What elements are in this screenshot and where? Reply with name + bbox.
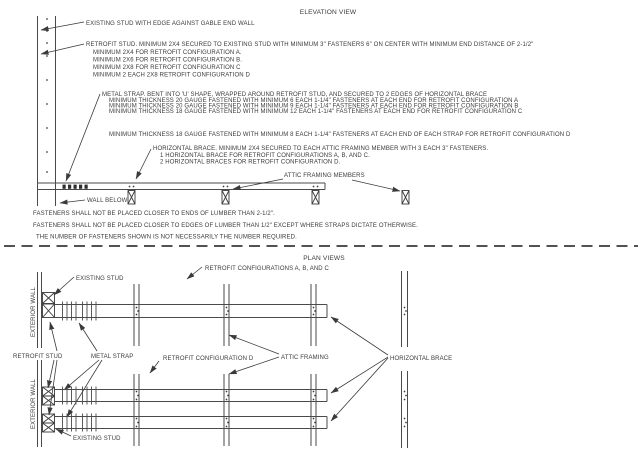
metal-strap-leader-down1 [63,359,100,391]
right-attic-framing-bottom [401,371,408,448]
horizontal-brace-leader [135,148,152,180]
retrofit-stud-callout-line5: MINIMUM 2 EACH 2X8 RETROFIT CONFIGURATIO… [93,73,250,79]
metal-strap-callout-line5: MINIMUM THICKNESS 18 GAUGE FASTENED WITH… [109,132,571,138]
retrofit-stud-leader-up [49,321,58,352]
metal-strap-callout-line2: MINIMUM THICKNESS 20 GAUGE FASTENED WITH… [109,98,518,104]
framing-section-2-hatch [221,190,230,205]
attic-framing-leader-left [232,178,284,191]
framing-section-4 [401,190,410,205]
attic-framing-leader-right [351,179,401,192]
attic-framing-leader-down [228,356,280,375]
horizontal-brace-leader-mid [330,356,389,394]
bottom-stud-section-1-hatch [42,386,55,406]
framing-section-3-hatch [311,190,320,205]
general-note-3: THE NUMBER OF FASTENERS SHOWN IS NOT NEC… [36,235,297,241]
retrofit-stud-label: RETROFIT STUD [13,354,63,360]
elevation-title: ELEVATION VIEW [300,9,357,16]
existing-stud-callout: EXISTING STUD WITH EDGE AGAINST GABLE EN… [86,21,255,27]
bottom-stud-section-2-hatch [42,413,55,433]
retrofit-stud-callout-line4: MINIMUM 2X8 FOR RETROFIT CONFIGURATION C [93,65,241,71]
retrofit-stud-leader-down1 [47,359,55,389]
top-retrofit-stud-hatch [42,303,55,318]
config-abc-leader [186,266,203,280]
retrofit-stud-leader [40,43,85,55]
metal-strap-callout-line4: MINIMUM THICKNESS 18 GAUGE FASTENED WITH… [109,109,523,115]
metal-strap-callout-line3: MINIMUM THICKNESS 20 GAUGE FASTENED WITH… [109,103,519,109]
top-strap-fastener-ticks [62,301,97,321]
existing-stud-top-leader [53,276,75,296]
bottom-brace1-strap-ticks [62,386,97,405]
horizontal-brace-callout-line2: 1 HORIZONTAL BRACE FOR RETROFIT CONFIGUR… [160,153,370,159]
attic-framing-member-sections [127,190,410,205]
horizontal-brace-callout-line1: HORIZONTAL BRACE. MINIMUM 2X4 SECURED TO… [153,146,488,152]
framing-section-4-hatch [401,190,410,205]
top-existing-stud-hatch [42,292,55,304]
top-existing-stud-section [42,292,55,304]
elevation-metal-strap [62,184,88,189]
general-note-1: FASTENERS SHALL NOT BE PLACED CLOSER TO … [33,211,275,217]
plan-views-title: PLAN VIEWS [303,255,345,262]
metal-strap-label: METAL STRAP [91,354,133,360]
top-attic-framing-lines [133,284,317,346]
attic-framing-members-label: ATTIC FRAMING MEMBERS [284,173,365,179]
wall-below-leader [59,199,86,205]
retrofit-stud-callout-line1: RETROFIT STUD. MINIMUM 2X4 SECURED TO EX… [86,42,533,48]
attic-framing-leader-up [228,334,280,355]
framing-section-1 [127,190,136,205]
existing-stud-leader [40,21,85,32]
top-brace-fastener-dots [135,306,407,316]
top-retrofit-stud-section [42,303,55,318]
retrofit-stud-leader-down2 [47,359,58,416]
horizontal-brace-leader-bottom [330,357,389,422]
existing-stud-label-bottom: EXISTING STUD [73,436,121,442]
framing-section-3 [311,190,320,205]
horizontal-brace-label: HORIZONTAL BRACE [390,356,452,362]
general-note-2: FASTENERS SHALL NOT BE PLACED CLOSER TO … [33,223,418,229]
wall-below-label: WALL BELOW [87,198,128,204]
metal-strap-leader [65,93,101,182]
config-d-label: RETROFIT CONFIGURATION D [163,356,254,362]
framing-section-2 [221,190,230,205]
bottom-attic-framing-lines [133,374,317,446]
elevation-view: ELEVATION VIEW EXISTING STUD WITH EDGE A… [33,9,571,241]
retrofit-stud-callout-line2: MINIMUM 2X4 FOR RETROFIT CONFIGURATION A… [93,50,242,56]
plan-views: PLAN VIEWS RETROFIT CONFIGURATIONS A, B,… [13,255,452,448]
attic-framing-label: ATTIC FRAMING [281,355,329,361]
existing-stud-label-top: EXISTING STUD [76,276,124,282]
bottom-brace-fastener-dots [135,390,407,428]
existing-stud-bottom-leader [55,428,72,437]
exterior-wall-label-bottom: EXTERIOR WALL [31,378,37,429]
horizontal-brace-leader-top [330,316,389,356]
config-d-leader [149,360,160,374]
metal-strap-leader-up [78,322,98,352]
retrofit-stud-callout-line3: MINIMUM 2X6 FOR RETROFIT CONFIGURATION B… [93,58,242,64]
exterior-wall-label-top: EXTERIOR WALL [31,286,37,337]
metal-strap-leader-down2 [66,359,103,418]
config-abc-label: RETROFIT CONFIGURATIONS A, B, AND C [205,266,330,272]
right-attic-framing-top [401,271,408,347]
metal-strap-callout-line1: METAL STRAP. BENT INTO 'U' SHAPE, WRAPPE… [102,92,487,98]
bottom-brace2-strap-ticks [62,413,97,432]
horizontal-brace-callout-line3: 2 HORIZONTAL BRACES FOR RETROFIT CONFIGU… [160,160,341,166]
framing-section-1-hatch [127,190,136,205]
